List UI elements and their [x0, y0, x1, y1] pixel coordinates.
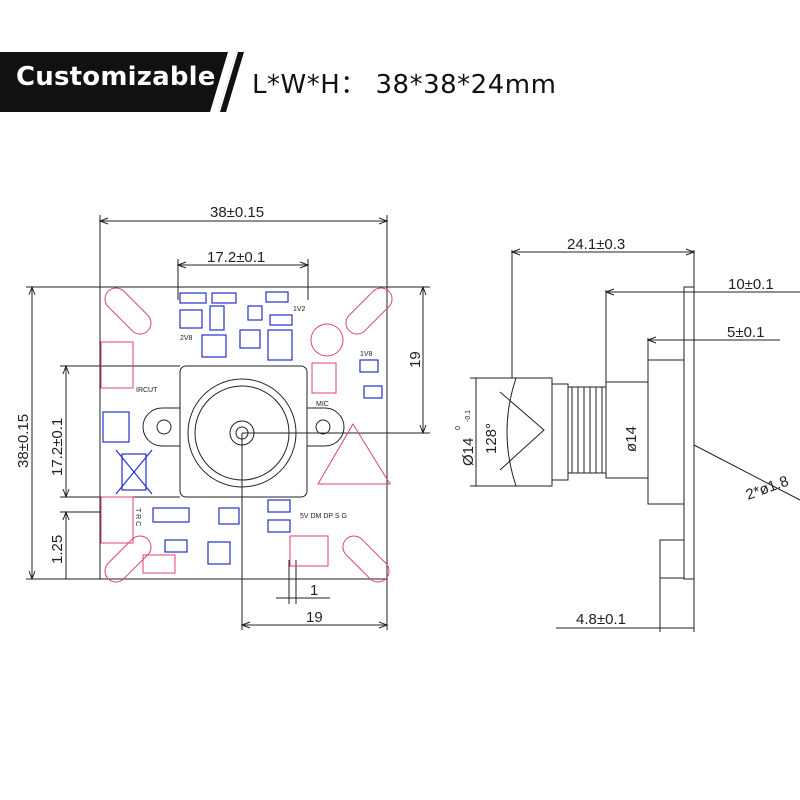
- holes-leader: [693, 444, 800, 501]
- silk-mic: MIC: [316, 401, 329, 408]
- lens-holder: [142, 365, 345, 498]
- silk-trc: T R C: [134, 508, 141, 526]
- height-dimension-label: 38±0.15: [15, 414, 32, 468]
- mounting-slots: [104, 287, 393, 583]
- mount-span-dimension: [60, 364, 180, 499]
- bottom-offset-dimension: [60, 510, 100, 579]
- customizable-badge: [0, 52, 244, 112]
- height-dimension: [26, 285, 100, 581]
- silk-1v8: 1V8: [360, 351, 373, 358]
- lens-length-label: 10±0.1: [728, 276, 774, 293]
- side-view-outline: [499, 286, 695, 580]
- board-thickness-label: 4.8±0.1: [576, 611, 626, 628]
- total-length-dimension: [510, 248, 696, 378]
- silk-2v8: 2V8: [180, 335, 193, 342]
- total-length-label: 24.1±0.3: [567, 236, 625, 253]
- silk-details: [100, 323, 391, 574]
- barrel-threads: [571, 387, 603, 473]
- weee-symbol-icon: [115, 449, 153, 495]
- center-right-dimension-label: 19: [407, 351, 424, 368]
- dimensions-spec: L*W*H： 38*38*24mm: [252, 70, 557, 100]
- board-thickness-dimension: [556, 578, 695, 632]
- pcb-components: [102, 291, 383, 565]
- center-bottom-dimension-label: 19: [306, 609, 323, 626]
- pin-pitch-dimension: [276, 560, 330, 604]
- holder-length-dimension: [646, 336, 780, 360]
- width-dimension-label: 38±0.15: [210, 204, 264, 221]
- holder-length-label: 5±0.1: [727, 324, 764, 341]
- mount-span-dimension-label: 17.2±0.1: [49, 418, 66, 476]
- header-bar: Customizable L*W*H： 38*38*24mm: [0, 52, 800, 112]
- lens-span-dimension: [176, 259, 310, 300]
- center-right-dimension: [242, 285, 430, 435]
- width-dimension: [98, 215, 389, 287]
- silk-usb-pins: 5V DM DP S G: [300, 513, 347, 520]
- lens-span-dimension-label: 17.2±0.1: [207, 249, 265, 266]
- fov-label: 128°: [483, 423, 500, 454]
- lens-tol-lower: -0.1: [465, 410, 472, 422]
- barrel-diameter-label: ø14: [623, 426, 640, 452]
- pin-pitch-dimension-label: 1: [310, 582, 318, 599]
- silk-ircut: IRCUT: [136, 387, 158, 394]
- holes-label: 2*ø1.8: [744, 473, 791, 504]
- lens-tol-upper: 0: [455, 426, 462, 430]
- lens-diameter-dimension: [470, 377, 516, 487]
- silk-1v2: 1V2: [293, 306, 306, 313]
- badge-label: Customizable: [16, 62, 216, 92]
- center-bottom-dimension: [240, 433, 389, 630]
- lens-diameter-label: Ø14: [460, 438, 477, 466]
- bottom-offset-dimension-label: 1.25: [49, 535, 66, 564]
- lens-length-dimension: [604, 288, 800, 382]
